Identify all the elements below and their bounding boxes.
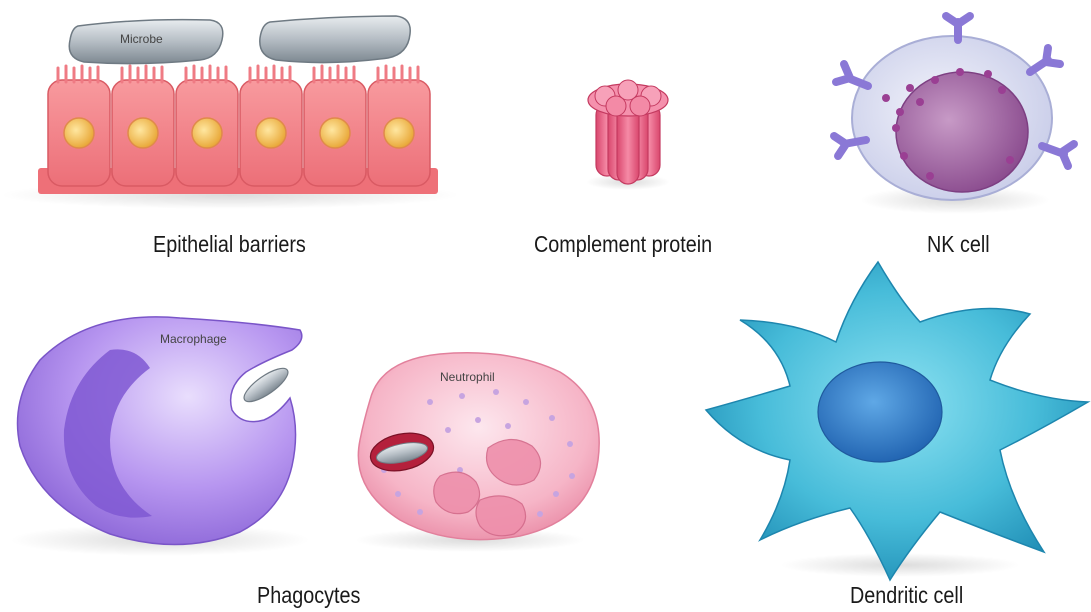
caption-complement-protein: Complement protein	[534, 231, 712, 258]
dendritic-cell-graphic	[706, 262, 1088, 580]
microvilli	[58, 66, 418, 82]
caption-phagocytes: Phagocytes	[257, 582, 360, 609]
macrophage-graphic	[10, 317, 310, 556]
epithelial-barrier-graphic	[0, 16, 460, 209]
neutrophil-label: Neutrophil	[440, 370, 495, 384]
nk-cell-graphic	[834, 16, 1074, 214]
caption-epithelial-barriers: Epithelial barriers	[153, 231, 306, 258]
microbe-label: Microbe	[120, 32, 163, 46]
macrophage-label: Macrophage	[160, 332, 227, 346]
caption-nk-cell: NK cell	[927, 231, 990, 258]
caption-dendritic-cell: Dendritic cell	[850, 582, 963, 609]
complement-protein-graphic	[586, 80, 670, 190]
microbe-right	[260, 16, 410, 63]
